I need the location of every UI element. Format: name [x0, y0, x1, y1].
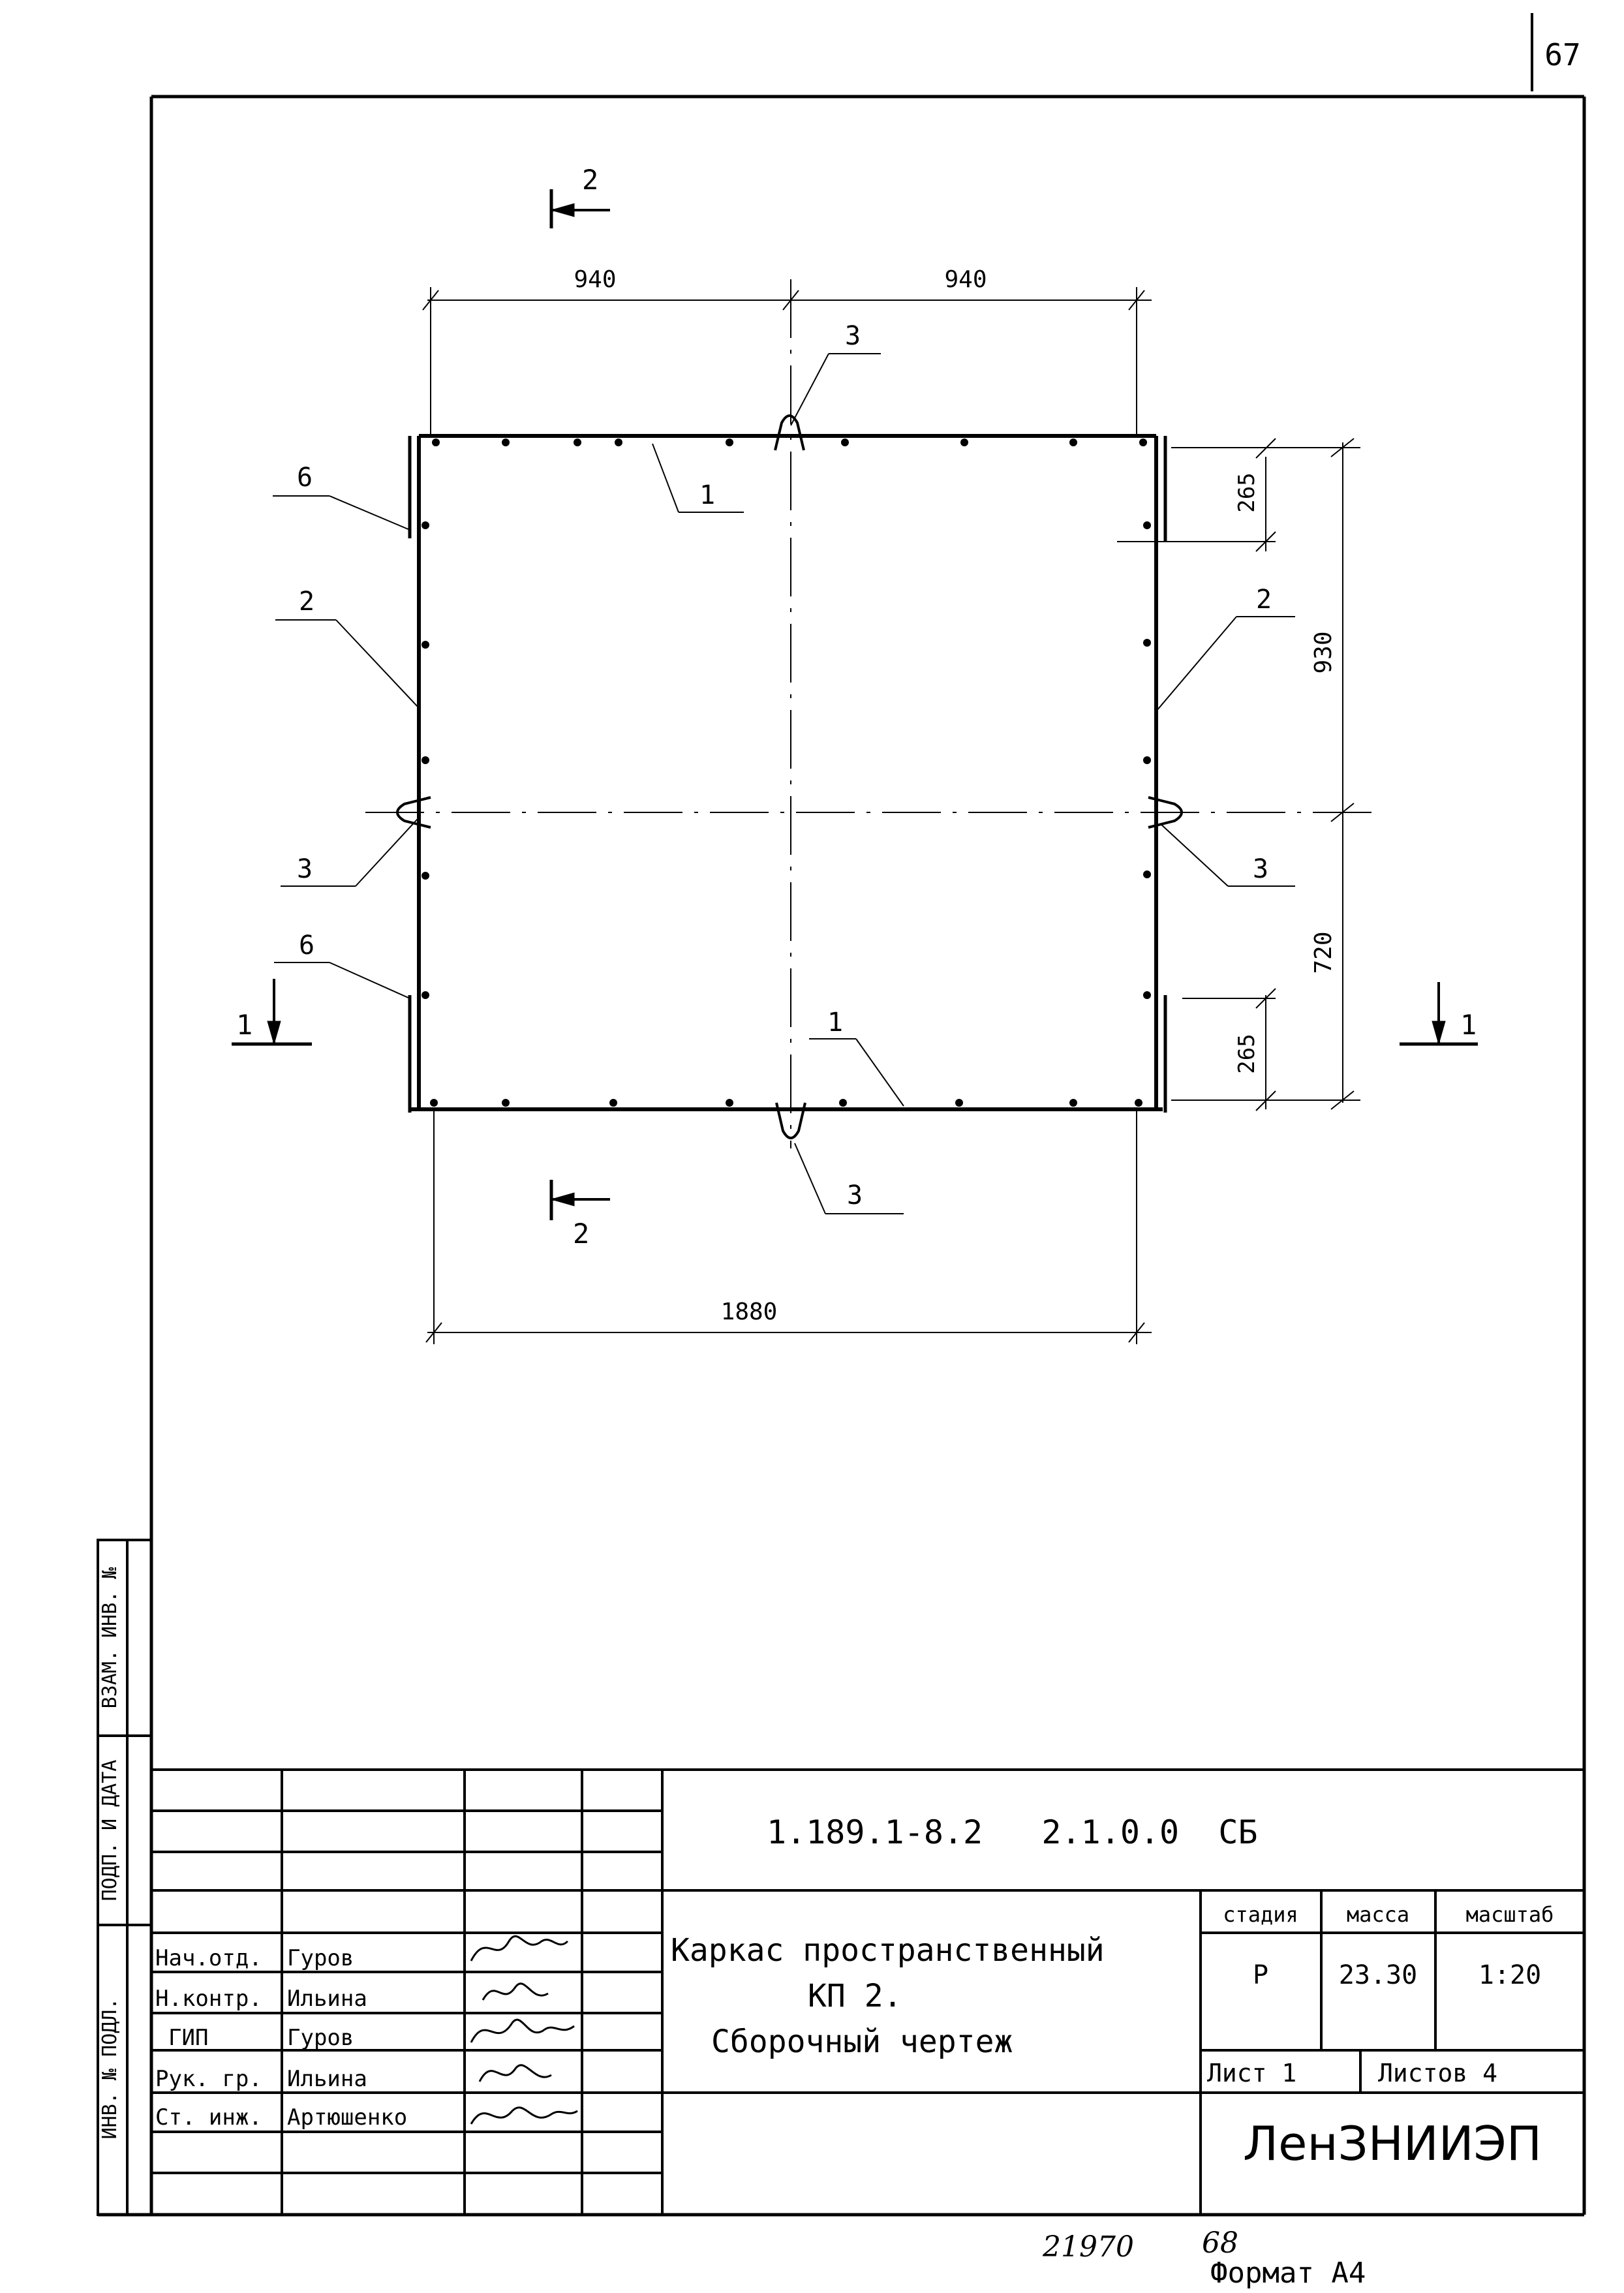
callout-beam-top: 1	[699, 480, 715, 510]
callout-loop-top: 3	[845, 321, 861, 351]
page-number: 67	[1544, 37, 1580, 72]
bolts	[421, 439, 1151, 1107]
title-line-1: Каркас пространственный	[671, 1932, 1105, 1969]
stamp-podp-data: ПОДП. И ДАТА	[99, 1760, 121, 1901]
section-mark-left: 1	[236, 1009, 253, 1041]
name-5: Артюшенко	[287, 2104, 407, 2131]
dim-top-left: 940	[574, 266, 616, 293]
title-line-3: Сборочный чертеж	[711, 2024, 1013, 2060]
organization-logo: ЛенЗНИИЭП	[1243, 2116, 1542, 2171]
sheet-label: Лист 1	[1207, 2059, 1296, 2087]
mass-label: масса	[1347, 1902, 1409, 1927]
dimension-lines	[422, 287, 1360, 1344]
section-mark-right: 1	[1460, 1009, 1477, 1041]
name-3: Гуров	[287, 2025, 354, 2051]
axis-lines	[365, 279, 1373, 1148]
footer-number-left: 21970	[1042, 2230, 1134, 2264]
people-rows: Нач.отд. Гуров Н.контр. Ильина ГИП Гуров…	[155, 1945, 407, 2131]
section-mark-bottom: 2	[573, 1218, 589, 1250]
title-block-grid	[151, 1768, 1584, 2215]
callout-loop-right: 3	[1253, 854, 1268, 884]
mass-value: 23.30	[1339, 1960, 1417, 1990]
stamp-inv-podl: ИНВ. № ПОДЛ.	[99, 1998, 121, 2140]
callout-bracket-upper: 6	[297, 463, 313, 493]
frame-rectangle	[396, 414, 1183, 1139]
stamp-vzam-inv: ВЗАМ. ИНВ. №	[99, 1567, 121, 1709]
callout-loop-bottom: 3	[847, 1180, 863, 1210]
callout-bracket-lower: 6	[299, 931, 314, 961]
footer-number-right: 68	[1202, 2226, 1238, 2260]
callout-beam-bottom: 1	[827, 1008, 843, 1038]
role-1: Нач.отд.	[155, 1945, 262, 1971]
stage-label: стадия	[1223, 1902, 1298, 1927]
dim-right-top-offset: 265	[1234, 472, 1260, 512]
name-1: Гуров	[287, 1945, 354, 1971]
dim-right-lower: 720	[1310, 931, 1337, 974]
sheets-label: Листов 4	[1378, 2059, 1497, 2087]
title-line-2: КП 2.	[808, 1978, 902, 2014]
section-mark-top: 2	[582, 164, 598, 196]
scale-value: 1:20	[1478, 1960, 1541, 1990]
dim-top-right: 940	[944, 266, 987, 293]
side-stamp	[97, 1539, 153, 2216]
leader-lines	[273, 353, 1295, 1214]
role-4: Рук. гр.	[155, 2066, 262, 2092]
stage-value: Р	[1253, 1960, 1268, 1990]
dim-right-bottom-offset: 265	[1234, 1034, 1260, 1073]
signatures	[470, 1935, 578, 2125]
footer-format: Формат А4	[1210, 2256, 1366, 2290]
role-5: Ст. инж.	[155, 2104, 262, 2131]
section-marks	[232, 189, 1478, 1220]
callout-loop-left: 3	[297, 854, 313, 884]
role-2: Н.контр.	[155, 1986, 262, 2012]
dim-right-upper: 930	[1310, 631, 1337, 673]
name-2: Ильина	[287, 1986, 367, 2012]
scale-label: масштаб	[1466, 1902, 1554, 1927]
sheet-frame	[98, 13, 1586, 2217]
name-4: Ильина	[287, 2066, 367, 2092]
role-3: ГИП	[168, 2025, 208, 2051]
callout-side-right: 2	[1256, 585, 1272, 615]
doc-code: 1.189.1-8.2 2.1.0.0 СБ	[767, 1813, 1258, 1851]
dim-bottom-total: 1880	[721, 1299, 778, 1325]
callout-side-left: 2	[299, 587, 314, 617]
